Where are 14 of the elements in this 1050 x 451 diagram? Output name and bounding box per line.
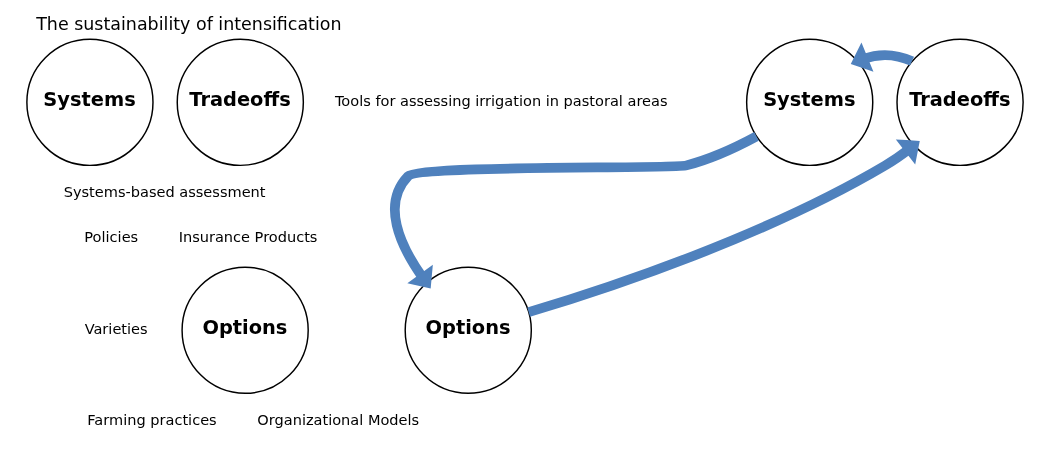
node-label: Organizational Models xyxy=(257,410,420,428)
node-circle: Tradeoffs xyxy=(176,38,305,167)
node-label: Tools for assessing irrigation in pastoral areas xyxy=(334,91,668,109)
node-label: Policies xyxy=(84,228,139,246)
node-circle: Systems xyxy=(26,38,154,167)
node-label: Farming practices xyxy=(87,410,217,428)
node-label: Systems-based assessment xyxy=(63,182,266,200)
node-label: Varieties xyxy=(84,319,148,337)
arrow xyxy=(850,42,914,72)
node-circle: Options xyxy=(181,266,309,395)
arrow xyxy=(527,139,920,317)
arrow xyxy=(390,132,759,289)
node-label: Insurance Products xyxy=(178,228,318,246)
diagram-title: The sustainability of intensification xyxy=(36,13,342,34)
